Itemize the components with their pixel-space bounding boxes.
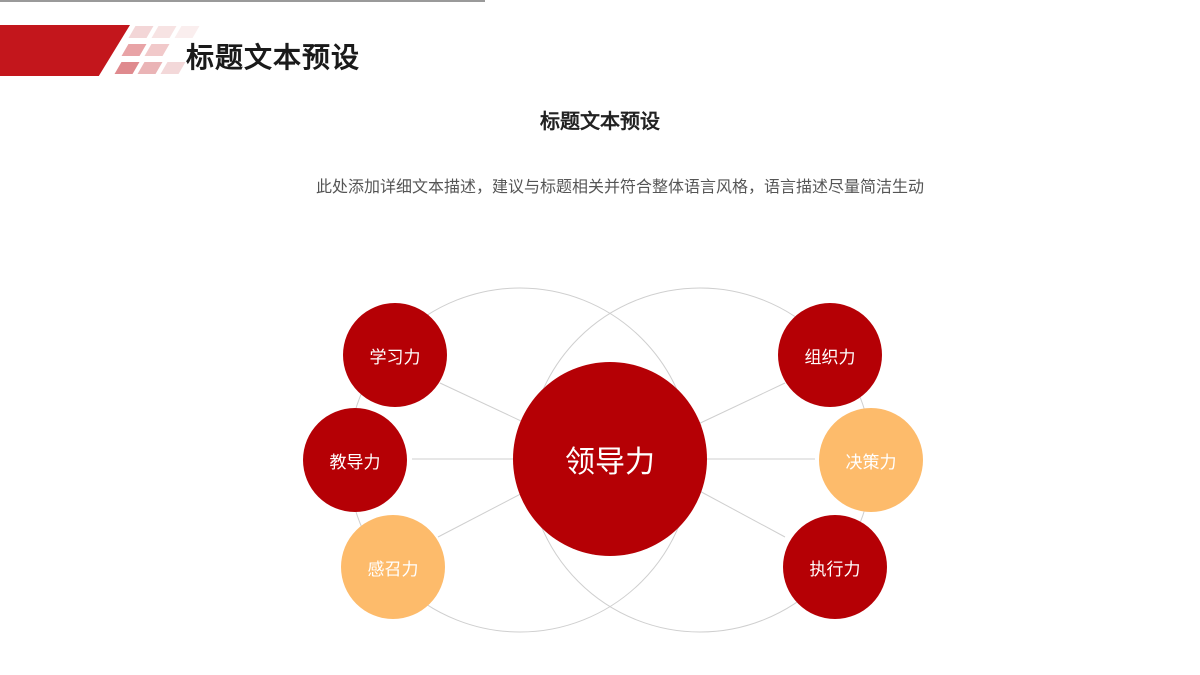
section-title: 标题文本预设 (540, 109, 660, 133)
arrow-organizing (693, 382, 786, 427)
section-description: 此处添加详细文本描述，建议与标题相关并符合整体语言风格，语言描述尽量简洁生动 (315, 177, 924, 196)
top-divider (0, 0, 485, 2)
center-node-label: 领导力 (565, 445, 655, 480)
node-execution: 执行力 (783, 515, 887, 619)
node-label: 决策力 (845, 452, 897, 473)
node-label: 教导力 (329, 452, 381, 473)
node-learning: 学习力 (343, 303, 447, 407)
node-inspiring: 感召力 (341, 515, 445, 619)
center-node-leadership: 领导力 (513, 362, 707, 556)
node-label: 组织力 (804, 347, 856, 368)
arrow-execution (693, 487, 786, 538)
node-organizing: 组织力 (778, 303, 882, 407)
node-label: 学习力 (369, 347, 421, 368)
node-label: 执行力 (809, 559, 861, 580)
header-title: 标题文本预设 (186, 41, 361, 74)
node-label: 感召力 (367, 559, 419, 580)
node-decision: 决策力 (819, 408, 923, 512)
node-teaching: 教导力 (303, 408, 407, 512)
